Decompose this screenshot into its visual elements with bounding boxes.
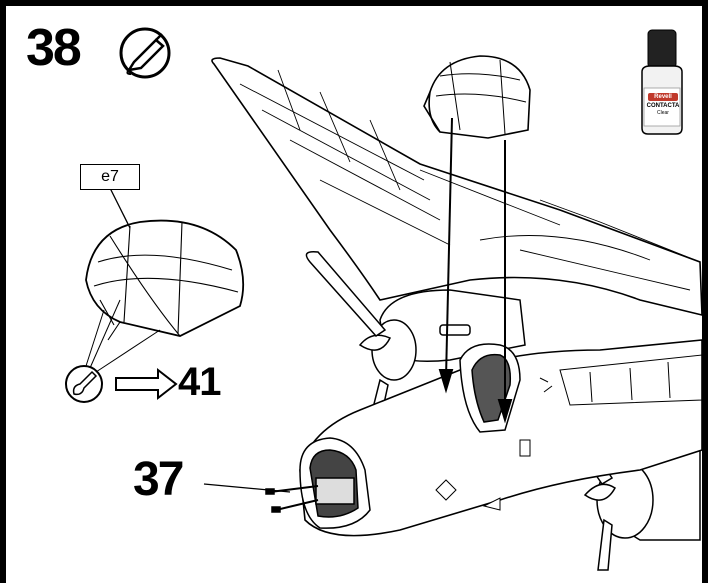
step-number: 38 (26, 19, 82, 77)
part-label-e7: e7 (80, 164, 140, 190)
glue-tube-icon (119, 27, 171, 79)
nose-turret (265, 437, 371, 529)
previous-step-ref: 37 (133, 453, 184, 506)
canopy-part-e7 (85, 219, 245, 341)
callout-leader (109, 187, 131, 229)
brush-icon (65, 365, 103, 403)
bottle-variant: Clear (657, 110, 669, 116)
assembly-arrows (438, 117, 513, 424)
next-step-ref: 41 (178, 360, 221, 404)
glue-bottle-icon (641, 29, 683, 135)
canopy-part-installed (423, 55, 531, 139)
top-border (0, 0, 708, 6)
bottle-name: CONTACTA (646, 103, 680, 109)
bottle-brand: Revell (648, 93, 678, 101)
goto-arrow-icon (115, 367, 178, 401)
aircraft-wing (211, 57, 703, 317)
step-37-leader (203, 483, 291, 493)
aircraft-fuselage (299, 339, 703, 537)
paint-guide-lines (85, 299, 161, 373)
right-border (702, 0, 708, 583)
